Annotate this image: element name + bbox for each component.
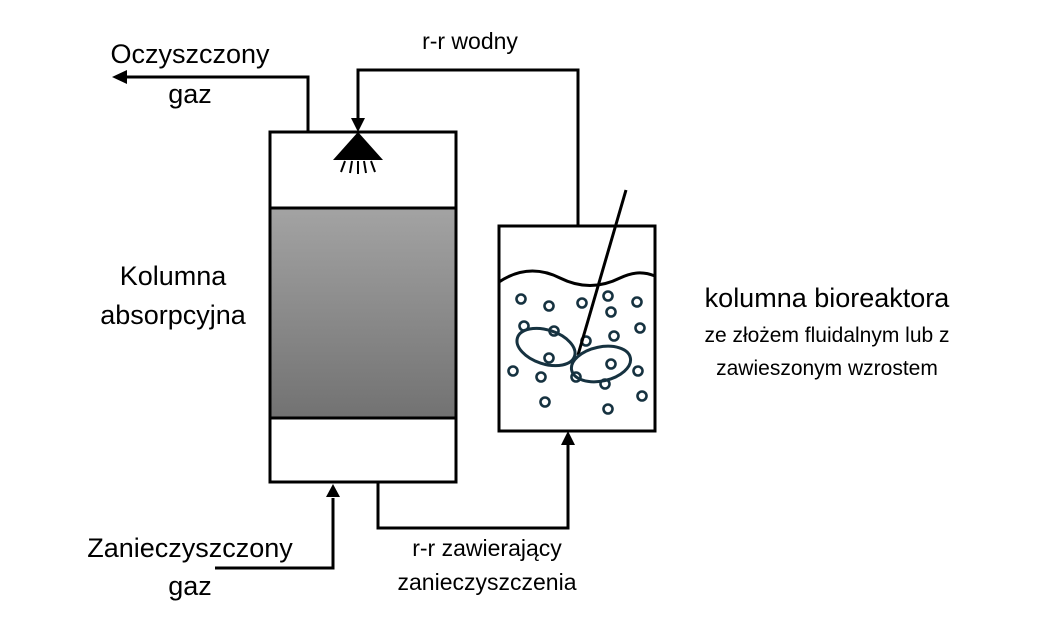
absorption-column [268, 130, 458, 484]
polluted-solution-label-line1: r-r zawierający [412, 535, 562, 561]
polluted-gas-inlet [215, 484, 340, 570]
spray-nozzle-icon [333, 132, 383, 174]
bioreactor-subtitle-line2: zawieszonym wzrostem [716, 357, 938, 380]
biomass-particle [636, 390, 648, 402]
water-recycle-line [351, 68, 580, 226]
column-label-line1: Kolumna [120, 261, 228, 291]
polluted-gas-label-line1: Zanieczyszczony [87, 533, 293, 563]
stirrer-icon [515, 189, 633, 384]
biomass-particle [576, 297, 588, 309]
bioreactor-title: kolumna bioreaktora [705, 283, 951, 313]
biomass-particle [570, 371, 582, 383]
arrow-left-icon [112, 70, 127, 84]
biomass-particle [605, 306, 617, 318]
column-label-line2: absorpcyjna [100, 300, 247, 330]
biomass-particle [602, 290, 614, 302]
arrow-up-icon [561, 431, 575, 445]
biomass-particle [605, 358, 617, 370]
biomass-particle [602, 403, 614, 415]
biomass-particle [515, 293, 527, 305]
liquid-surface [498, 269, 656, 287]
bioreactor-shell [497, 224, 657, 433]
polluted-solution-line [376, 431, 575, 530]
water-solution-label: r-r wodny [422, 28, 518, 54]
polluted-gas-label-line2: gaz [168, 571, 212, 601]
biomass-particle [634, 322, 646, 334]
biomass-particle [539, 396, 551, 408]
biomass-particle [507, 365, 519, 377]
clean-gas-label-line2: gaz [168, 79, 212, 109]
column-packing [271, 208, 455, 418]
biomass-particle [543, 352, 555, 364]
biomass-particle [535, 371, 547, 383]
biomass-particle [543, 300, 555, 312]
bioreactor-column [497, 189, 657, 433]
clean-gas-label-line1: Oczyszczony [110, 39, 270, 69]
biomass-particle [608, 330, 620, 342]
clean-gas-outlet [112, 70, 310, 132]
biomass-particle [631, 296, 643, 308]
polluted-solution-label-line2: zanieczyszczenia [398, 569, 577, 595]
biomass-particle [632, 365, 644, 377]
bioreactor-subtitle-line1: ze złożem fluidalnym lub z [704, 324, 949, 347]
arrow-down-icon [351, 118, 365, 132]
arrow-up-icon [326, 484, 340, 497]
